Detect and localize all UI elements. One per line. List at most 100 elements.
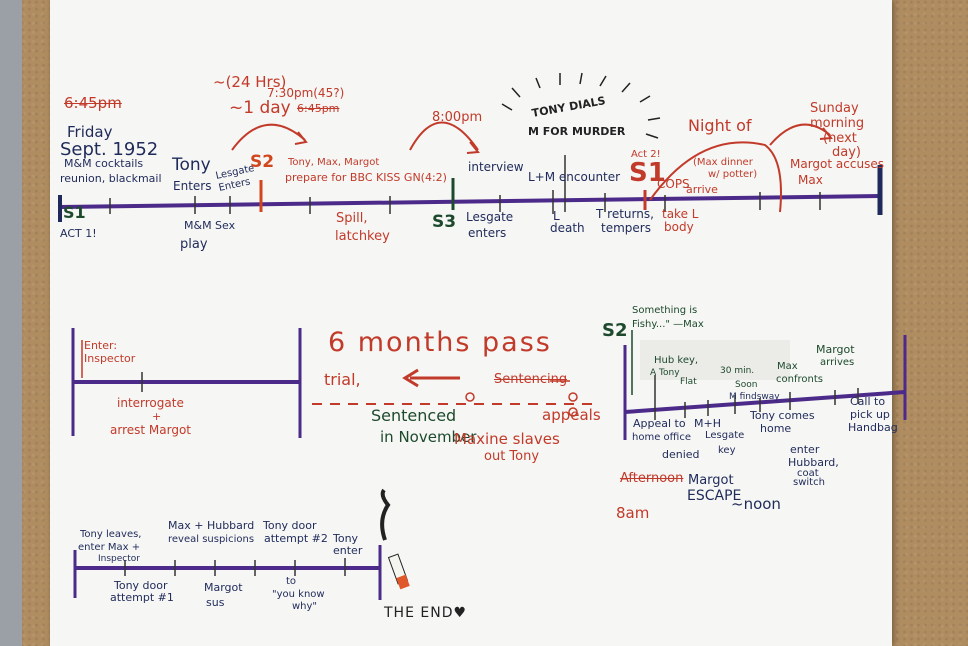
pick-up: pick up (850, 408, 890, 421)
play-label: play (180, 237, 208, 252)
tony-enters: Enters (173, 179, 212, 193)
something-fishy-2: Fishy..." —Max (632, 319, 704, 330)
act1-label: ACT 1! (60, 227, 97, 240)
handbag-label: Handbag (848, 421, 898, 434)
arrive-label: arrive (686, 183, 718, 196)
tony-enter-1: Tony (333, 532, 359, 545)
margot-escape-1: Margot (688, 473, 734, 488)
sunday-4: day) (832, 145, 861, 160)
crossed-time-2: 6:45pm (297, 102, 340, 115)
why-label: why" (292, 601, 318, 612)
thirty-min: 30 min. (720, 366, 755, 376)
tony-leaves-3: Inspector (98, 554, 140, 564)
margot-sus-1: Margot (204, 581, 243, 594)
coat-label: coat (797, 468, 819, 479)
tony-comes: Tony comes (750, 409, 815, 422)
trial-label: trial, (324, 370, 361, 389)
m-findsway: M findsway (729, 392, 780, 402)
appeal-to: Appeal to (633, 417, 686, 430)
margot-arrives-1: Margot (816, 343, 855, 356)
maxine-slaves: Maxine slaves (454, 430, 560, 448)
s1-red-marker: S1 (629, 158, 666, 188)
one-day: ~1 day (229, 98, 291, 118)
night-of: Night of (688, 116, 752, 135)
sentenced-label: Sentenced (371, 406, 457, 425)
sunday-2: morning (810, 116, 865, 131)
lesgate-right: Lesgate (705, 430, 745, 441)
wall-edge (0, 0, 22, 646)
enter-hubbard-1: enter (790, 443, 820, 456)
enter-label: Enter: (84, 339, 118, 352)
switch-label: switch (793, 477, 825, 488)
soon-label: Soon (735, 380, 758, 390)
sunday-1: Sunday (810, 101, 859, 116)
escape-label: ESCAPE (687, 488, 742, 504)
call-to: Call to (850, 395, 886, 408)
s1-marker: S1 (63, 203, 86, 222)
max-dinner-1: (Max dinner (693, 157, 753, 168)
s2-right-marker: S2 (602, 320, 628, 341)
max-dinner-2: w/ potter) (708, 169, 758, 180)
a-tony: A Tony (650, 368, 680, 378)
tape-patch (640, 340, 790, 380)
plus-label: + (152, 410, 162, 423)
you-know: "you know (272, 589, 325, 600)
sentencing-label: Sentencing (494, 372, 568, 387)
death-label: death (550, 221, 585, 235)
margot-sus-2: sus (206, 596, 225, 609)
hub-key: Hub key, (654, 355, 699, 366)
out-tony: out Tony (484, 449, 540, 464)
interview-label: interview (468, 160, 524, 174)
t-returns: T returns, (596, 207, 654, 221)
home-label: home (760, 422, 792, 435)
day-label: Friday (67, 123, 113, 141)
mh-label: M+H (694, 417, 721, 430)
enters-2: enters (468, 226, 507, 240)
time-730: 7:30pm(45?) (267, 86, 345, 100)
tempers: tempers (601, 221, 651, 235)
something-fishy-1: Something is (632, 305, 698, 316)
prepare-bbc-1: Tony, Max, Margot (288, 157, 380, 168)
margot-arrives-2: arrives (820, 357, 855, 368)
date-label: Sept. 1952 (60, 139, 159, 160)
max-label: Max (777, 361, 798, 372)
tony-door-2-b: attempt #2 (264, 532, 328, 545)
flat-label: Flat (680, 377, 697, 387)
l-label: L (553, 209, 560, 223)
accuses-max: Max (798, 173, 823, 187)
reunion-1: M&M cocktails (64, 157, 144, 170)
enter-hubbard-2: Hubbard, (788, 456, 839, 469)
reunion-2: reunion, blackmail (60, 172, 162, 185)
interrogate-label: interrogate (117, 396, 184, 410)
mm-sex: M&M Sex (184, 219, 236, 232)
appeals-label: appeals (542, 406, 601, 424)
tony-door-2-a: Tony door (263, 519, 317, 532)
tony-door-1-b: attempt #1 (110, 591, 174, 604)
margot-accuses: Margot accuses (790, 157, 884, 171)
inspector-label: Inspector (84, 352, 136, 365)
act2-label: Act 2! (631, 149, 661, 160)
tony-leaves-2: enter Max + (78, 542, 141, 553)
latchkey-label: latchkey (335, 229, 390, 244)
tony-enter-2: enter (333, 544, 363, 557)
denied-label: denied (662, 448, 700, 461)
tony-leaves-1: Tony leaves, (80, 529, 142, 540)
the-end: THE END♥ (384, 605, 468, 621)
spill-label: Spill, (336, 211, 368, 226)
max-hubbard-2: reveal suspicions (168, 534, 255, 545)
arrest-margot: arrest Margot (110, 423, 191, 437)
afternoon-label: Afternoon (620, 471, 684, 486)
key-label: key (718, 445, 736, 456)
hours-note: ~(24 Hrs) (213, 73, 287, 91)
top-timeline-line (59, 194, 881, 209)
poster-paper (50, 0, 892, 646)
tony-door-1-a: Tony door (114, 579, 168, 592)
s3-marker: S3 (432, 212, 457, 232)
s2-marker: S2 (250, 152, 275, 172)
prepare-bbc-2: prepare for BBC KISS GN(4:2) (285, 171, 447, 184)
time-800: 8:00pm (432, 110, 483, 125)
body-label: body (664, 220, 694, 234)
lm-encounter: L+M encounter (528, 170, 621, 184)
tony-dials-2: M FOR MURDER (528, 125, 626, 138)
